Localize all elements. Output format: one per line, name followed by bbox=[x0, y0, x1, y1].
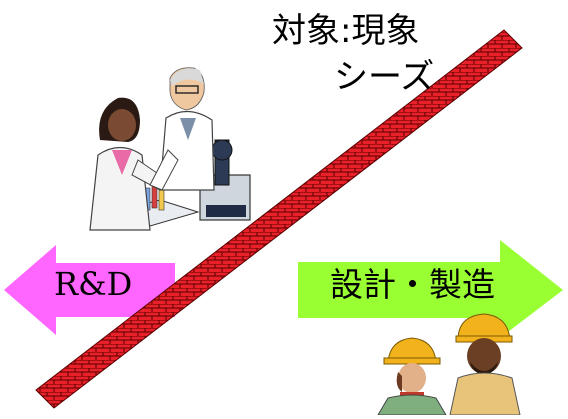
right-arrow-label: 設計・製造 bbox=[330, 265, 495, 304]
title-line-1: 対象:現象 bbox=[272, 11, 420, 51]
construction-workers-clipart bbox=[377, 313, 521, 416]
title-line-2: シーズ bbox=[334, 57, 435, 97]
brick-wall-divider bbox=[35, 29, 523, 409]
lab-scientists-clipart bbox=[88, 67, 258, 235]
right-arrow bbox=[298, 240, 563, 338]
left-arrow-label: R&D bbox=[54, 265, 133, 303]
left-arrow bbox=[4, 245, 175, 335]
